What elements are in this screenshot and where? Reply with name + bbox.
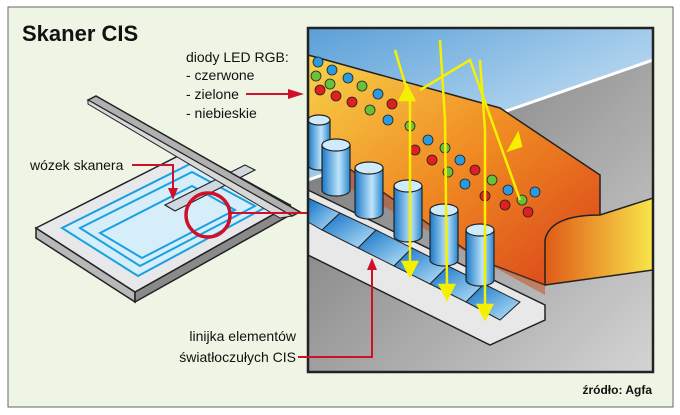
carriage-label: wózek skanera [29, 157, 124, 173]
sensor-elements [307, 197, 521, 321]
led-pointer-arrow [246, 89, 304, 99]
led-label-blue: - niebieskie [186, 105, 257, 121]
led-label-heading: diody LED RGB: [186, 49, 289, 65]
rod-lenses [307, 114, 495, 287]
light-rays [393, 39, 523, 322]
cis-detail-inset [306, 26, 655, 374]
flatbed-scanner-illustration [34, 95, 302, 304]
carriage-pointer-arrow [132, 164, 178, 200]
diagram-title: Skaner CIS [22, 21, 138, 46]
led-label-green: - zielone [186, 86, 239, 102]
sensor-label-line2: światłoczułych CIS [179, 349, 296, 365]
source-credit: źródło: Agfa [582, 383, 652, 397]
led-label-red: - czerwone [186, 67, 255, 83]
magnify-circle [184, 191, 232, 239]
sensor-pointer-arrow [298, 258, 377, 358]
sensor-label-line1: linijka elementów [189, 328, 296, 344]
rgb-led-dots [310, 56, 541, 218]
